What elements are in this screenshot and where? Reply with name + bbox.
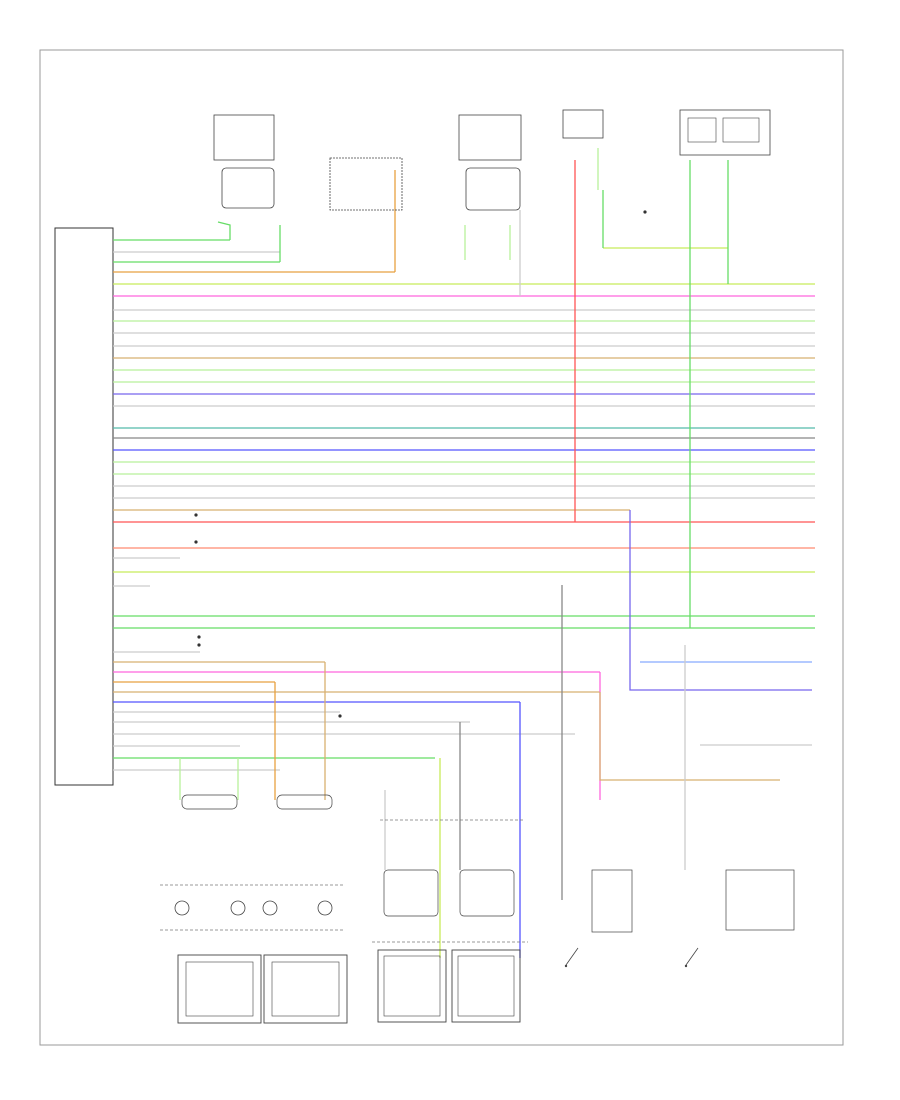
component-switch-inner2 <box>722 117 760 143</box>
component-bottom-1 <box>177 954 262 1024</box>
component-clockspring <box>562 109 604 139</box>
component-top-2 <box>329 157 403 211</box>
sensor-2 <box>230 900 246 916</box>
sensor-4 <box>317 900 333 916</box>
wire-down-12 <box>599 692 780 781</box>
marker-6 <box>643 210 647 214</box>
component-switch <box>679 109 771 156</box>
component-top-1 <box>213 114 275 161</box>
marker-1 <box>194 513 198 517</box>
bottom-components <box>160 794 795 1024</box>
component-bottom-3-mid <box>383 869 439 917</box>
component-bottom-4 <box>451 949 521 1023</box>
component-switch-inner <box>687 117 717 143</box>
control-module-box <box>54 227 114 786</box>
component-top-3b <box>465 167 521 211</box>
annotation-markers <box>194 210 647 718</box>
component-bottom-1-inner <box>185 961 254 1017</box>
component-bottom-2-top <box>276 794 333 810</box>
sensor-3 <box>262 900 278 916</box>
switch-dot-2 <box>684 964 688 968</box>
wire-harness <box>113 148 815 958</box>
component-bottom-4-inner <box>457 955 515 1017</box>
component-bottom-3 <box>377 949 447 1023</box>
diagram-frame <box>39 49 844 1046</box>
component-bottom-6 <box>725 869 795 931</box>
wire-down-11 <box>629 510 812 691</box>
switch-2 <box>685 947 699 966</box>
marker-5 <box>338 714 342 718</box>
component-bottom-2 <box>263 954 348 1024</box>
sensor-1 <box>174 900 190 916</box>
component-bottom-4-mid <box>459 869 515 917</box>
wire-up-1 <box>217 221 231 240</box>
top-components <box>213 109 771 211</box>
component-bottom-1-top <box>181 794 238 810</box>
component-bottom-2-inner <box>271 961 340 1017</box>
switch-1 <box>565 947 579 966</box>
marker-3 <box>197 635 201 639</box>
switch-dot-1 <box>564 964 568 968</box>
component-bottom-5 <box>591 869 633 933</box>
component-top-1b <box>221 167 275 209</box>
component-top-3 <box>458 114 522 161</box>
marker-4 <box>197 643 201 647</box>
marker-2 <box>194 540 198 544</box>
component-bottom-3-inner <box>383 955 441 1017</box>
